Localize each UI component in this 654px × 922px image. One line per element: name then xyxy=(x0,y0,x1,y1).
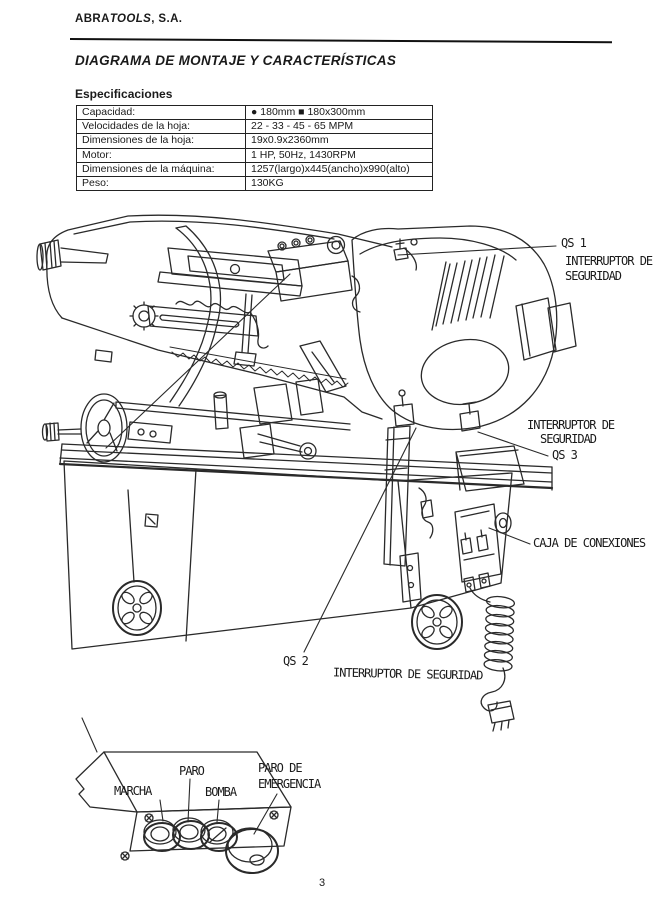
vise-crank xyxy=(240,424,316,459)
base-cabinet xyxy=(64,461,512,649)
control-panel xyxy=(76,752,291,873)
page-title: DIAGRAMA DE MONTAJE Y CARACTERÍSTICAS xyxy=(75,53,397,68)
power-plug xyxy=(488,701,514,731)
right-wheel xyxy=(412,595,462,649)
spec-label: Dimensiones de la hoja: xyxy=(76,133,246,149)
emergency-stop-button xyxy=(226,828,278,873)
qs1-label-line2: SEGURIDAD xyxy=(565,269,622,283)
connection-box xyxy=(455,504,511,592)
connection-box-leader xyxy=(489,528,530,544)
qs1-code-label: QS 1 xyxy=(561,236,587,250)
hydraulic-cylinder xyxy=(384,390,433,602)
panel-leader xyxy=(82,718,97,752)
qs3-label-line2: SEGURIDAD xyxy=(540,432,597,446)
company-name: ABRATOOLS, S.A. xyxy=(75,13,182,25)
qs3-label-line1: INTERRUPTOR DE xyxy=(527,418,615,432)
leader-lines xyxy=(82,246,556,752)
spec-label: Peso: xyxy=(76,175,246,192)
spec-value: 22 - 33 - 45 - 65 MPM xyxy=(245,119,433,135)
power-cord xyxy=(470,588,519,711)
qs3-leader xyxy=(478,432,548,456)
qs2-code-label: QS 2 xyxy=(283,654,309,668)
connection-box-label: CAJA DE CONEXIONES xyxy=(533,536,646,550)
blade-tension-handwheel xyxy=(43,394,128,462)
company-name-italic: TOOLS xyxy=(109,13,152,25)
qs2-leader xyxy=(304,428,416,652)
table-row: Peso:130KG xyxy=(76,175,433,192)
spec-label: Capacidad: xyxy=(76,104,246,121)
qs3-switch xyxy=(460,402,480,431)
spec-table: Capacidad:● 180mm ■ 180x300mm Velocidade… xyxy=(76,104,433,192)
switchbox-leader xyxy=(106,274,290,448)
spec-label: Motor: xyxy=(76,147,246,163)
qs1-switch xyxy=(394,248,408,260)
motor xyxy=(352,226,576,429)
qs3-code-label: QS 3 xyxy=(552,448,578,462)
page-number: 3 xyxy=(319,877,326,889)
spec-value: 1 HP, 50Hz, 1430RPM xyxy=(245,147,433,163)
paro-label: PARO xyxy=(179,764,205,778)
table-row: Dimensiones de la hoja:19x0.9x2360mm xyxy=(76,133,433,149)
marcha-label: MARCHA xyxy=(114,784,152,798)
spec-value: 1257(largo)x445(ancho)x990(alto) xyxy=(245,161,433,177)
qs1-leader xyxy=(398,246,556,255)
panel-screws xyxy=(121,811,278,860)
qs2-switch xyxy=(394,396,414,426)
saw-arm xyxy=(37,215,392,443)
saw-blade xyxy=(170,347,348,387)
bomba-label: BOMBA xyxy=(205,785,237,799)
paro-de-emergencia-label-line1: PARO DE xyxy=(258,761,303,775)
table-row: Velocidades de la hoja:22 - 33 - 45 - 65… xyxy=(76,119,433,135)
table-row: Motor:1 HP, 50Hz, 1430RPM xyxy=(76,147,433,163)
machine-bed xyxy=(60,341,552,491)
section-heading: Especificaciones xyxy=(75,87,173,101)
left-wheel xyxy=(113,581,161,635)
stop-button xyxy=(173,818,209,849)
spec-value: 130KG xyxy=(245,175,433,192)
company-name-plain: ABRA xyxy=(75,13,110,25)
spec-label: Dimensiones de la máquina: xyxy=(76,161,246,177)
spec-value: 19x0.9x2360mm xyxy=(245,133,433,149)
start-button xyxy=(144,820,180,851)
panel-label-ticks xyxy=(160,779,277,834)
table-row: Dimensiones de la máquina:1257(largo)x44… xyxy=(76,161,433,177)
qs1-label-line1: INTERRUPTOR DE xyxy=(565,254,653,268)
company-name-suffix: , S.A. xyxy=(151,13,183,25)
paro-de-emergencia-label-line2: EMERGENCIA xyxy=(258,777,321,791)
spec-label: Velocidades de la hoja: xyxy=(76,119,246,135)
